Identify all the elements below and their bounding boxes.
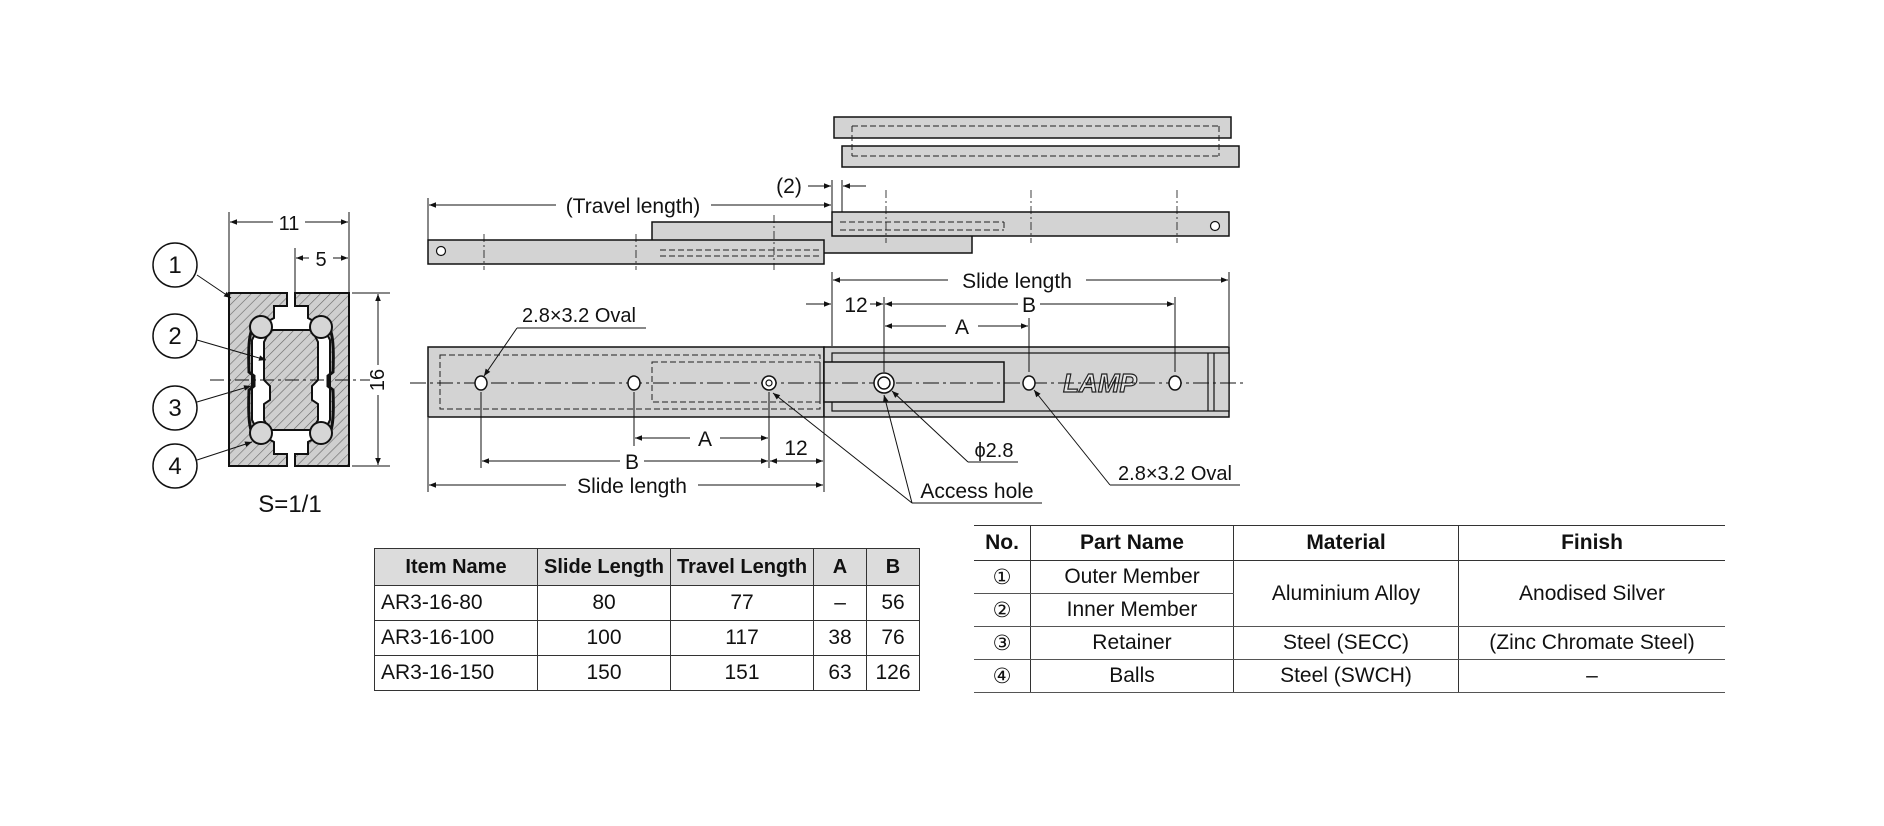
cell-material: Aluminium Alloy	[1233, 560, 1459, 627]
header-travel-length: Travel Length	[669, 548, 815, 586]
header-finish: Finish	[1458, 525, 1725, 561]
callout-circle	[152, 443, 198, 489]
dim-height: 16	[367, 369, 389, 391]
callout-2: 2	[168, 323, 181, 350]
oval-hole-icon	[474, 375, 488, 391]
ball-icon	[309, 315, 333, 339]
slide-length-label-top: Slide length	[962, 270, 1072, 293]
ball-icon	[249, 315, 273, 339]
extended-view: (Travel length) (2)	[427, 116, 1240, 270]
dim-inner: 5	[315, 249, 326, 271]
outer-member-left	[228, 292, 288, 467]
spec-table: Item Name Slide Length Travel Length A B…	[374, 548, 921, 691]
cell-no: ②	[974, 593, 1031, 627]
table-row: ② Inner Member	[974, 593, 1725, 627]
header-a: A	[813, 548, 868, 586]
oval-label-right: 2.8×3.2 Oval	[1118, 463, 1232, 485]
oval-hole-icon	[1168, 375, 1182, 391]
ball-icon	[249, 421, 273, 445]
ball-icon	[309, 421, 333, 445]
cell-no: ④	[974, 659, 1031, 693]
travel-length-label: (Travel length)	[566, 195, 701, 218]
header-material: Material	[1233, 525, 1459, 561]
cell-finish: (Zinc Chromate Steel)	[1458, 626, 1725, 660]
cell-travel-length: 117	[669, 620, 815, 656]
header-no: No.	[974, 525, 1031, 561]
cell-item-name: AR3-16-100	[374, 620, 538, 656]
table-header-row: Item Name Slide Length Travel Length A B	[374, 548, 921, 586]
dim-a-top: A	[955, 316, 969, 339]
cell-material: Steel (SWCH)	[1233, 659, 1459, 693]
dim-b-bottom: B	[625, 451, 639, 474]
table-header-row: No. Part Name Material Finish	[974, 525, 1725, 561]
dim-b-top: B	[1022, 294, 1036, 317]
dim-12-top: 12	[844, 294, 867, 317]
cell-item-name: AR3-16-80	[374, 585, 538, 621]
cell-slide-length: 150	[537, 655, 671, 691]
header-b: B	[866, 548, 921, 586]
cell-travel-length: 151	[669, 655, 815, 691]
callout-circle	[152, 385, 198, 431]
cell-b: 56	[866, 585, 921, 621]
cross-section: 11 5 16 1 2 3 4 S=1/1	[152, 212, 390, 518]
header-part-name: Part Name	[1030, 525, 1234, 561]
hole-diameter-label: ϕ2.8	[974, 440, 1013, 462]
access-hole-icon	[761, 375, 777, 391]
dim-a-bottom: A	[698, 428, 712, 451]
table-row: AR3-16-80 80 77 – 56	[374, 585, 921, 621]
cell-material: Steel (SECC)	[1233, 626, 1459, 660]
plan-view: LAMP Slide length 12 B A	[410, 270, 1245, 504]
header-item-name: Item Name	[374, 548, 538, 586]
slide-length-label-bottom: Slide length	[577, 475, 687, 498]
cell-finish: –	[1458, 659, 1725, 693]
dim-width: 11	[279, 213, 300, 235]
cell-part-name: Inner Member	[1030, 593, 1234, 627]
cell-a: 38	[813, 620, 868, 656]
cell-b: 76	[866, 620, 921, 656]
access-hole-label: Access hole	[920, 480, 1033, 503]
cell-part-name: Outer Member	[1030, 560, 1234, 594]
oval-hole-icon	[627, 375, 641, 391]
scale-label: S=1/1	[258, 491, 321, 518]
cell-b: 126	[866, 655, 921, 691]
cell-a: 63	[813, 655, 868, 691]
oval-hole-icon	[1022, 375, 1036, 391]
cell-part-name: Balls	[1030, 659, 1234, 693]
table-row: AR3-16-100 100 117 38 76	[374, 620, 921, 656]
table-row: ④ Balls Steel (SWCH) –	[974, 659, 1725, 693]
parts-table: No. Part Name Material Finish ① Outer Me…	[974, 525, 1725, 693]
cell-travel-length: 77	[669, 585, 815, 621]
callout-1: 1	[168, 252, 181, 279]
callout-3: 3	[168, 395, 181, 422]
table-row: ① Outer Member Aluminium Alloy Anodised …	[974, 560, 1725, 627]
access-hole-icon	[873, 372, 895, 394]
cell-slide-length: 80	[537, 585, 671, 621]
dim-12-bottom: 12	[784, 437, 807, 460]
callout-circle	[152, 242, 198, 288]
offset-label: (2)	[776, 175, 802, 198]
table-row: ③ Retainer Steel (SECC) (Zinc Chromate S…	[974, 626, 1725, 660]
cell-slide-length: 100	[537, 620, 671, 656]
cell-finish: Anodised Silver	[1458, 560, 1725, 627]
cell-item-name: AR3-16-150	[374, 655, 538, 691]
cell-part-name: Retainer	[1030, 626, 1234, 660]
cell-a: –	[813, 585, 868, 621]
callout-circle	[152, 313, 198, 359]
header-slide-length: Slide Length	[537, 548, 671, 586]
table-row: AR3-16-150 150 151 63 126	[374, 655, 921, 691]
oval-label-left: 2.8×3.2 Oval	[522, 305, 636, 327]
cell-no: ③	[974, 626, 1031, 660]
callout-4: 4	[168, 453, 181, 480]
cell-no: ①	[974, 560, 1031, 594]
